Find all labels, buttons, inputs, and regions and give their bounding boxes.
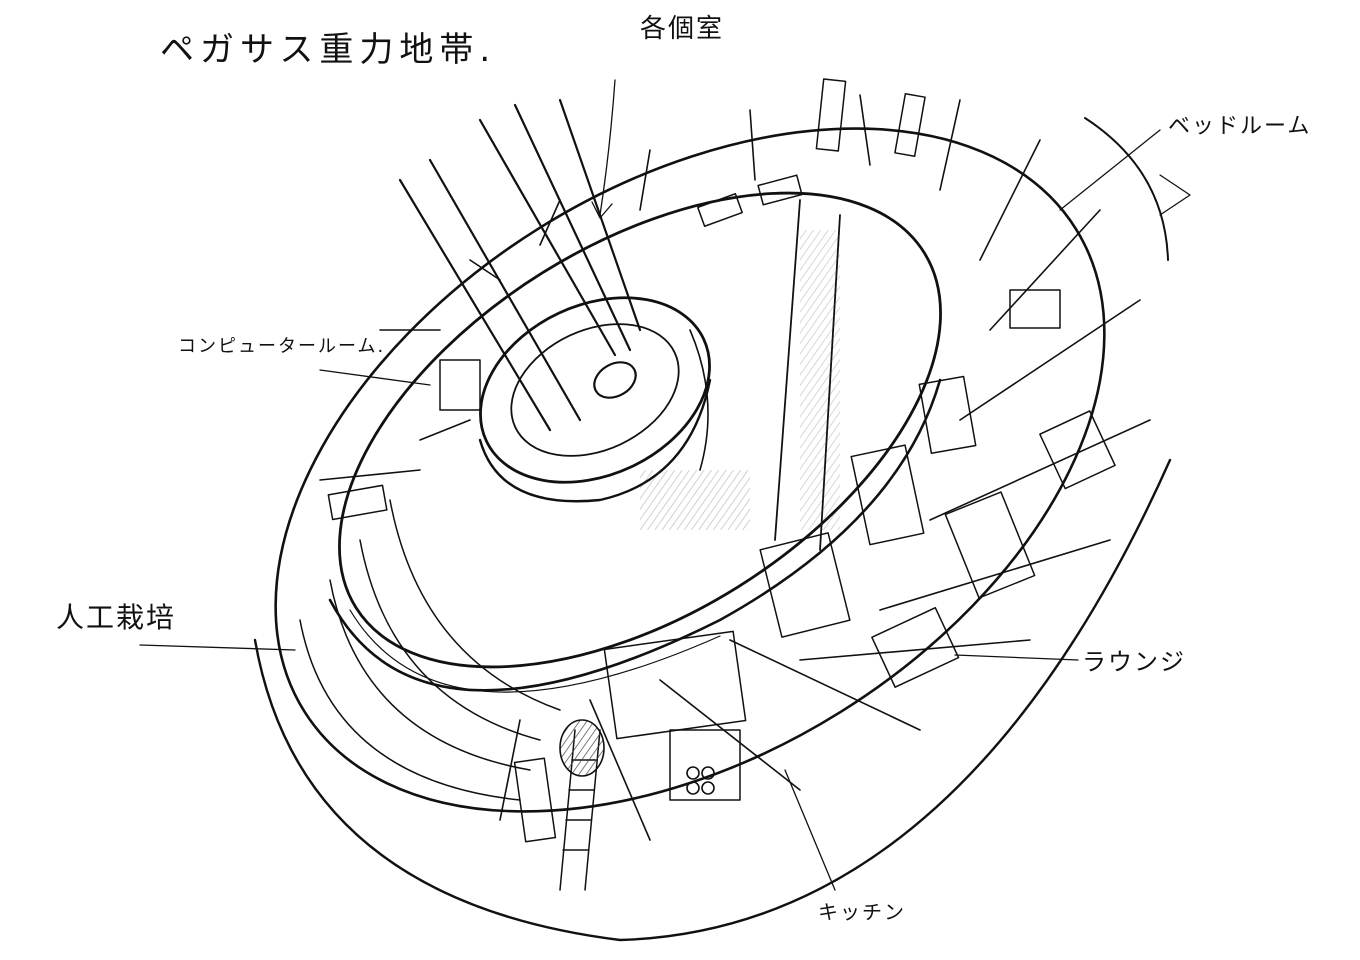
inner-rim — [338, 191, 942, 669]
outer-side-wall — [253, 458, 1172, 942]
label-lounge: ラウンジ — [1082, 648, 1186, 676]
label-kitchen: キッチン — [818, 900, 906, 924]
label-bedroom: ベッドルーム — [1168, 114, 1312, 139]
label-computer-room: コンピュータールーム. — [178, 336, 386, 357]
hatch-opening — [559, 719, 605, 777]
label-private-rooms: 各個室 — [640, 14, 725, 44]
label-artificial-cultivation: 人工栽培 — [56, 601, 177, 634]
cultivation-beds — [299, 499, 561, 801]
central-hub — [478, 296, 750, 530]
support-column — [774, 199, 841, 551]
inner-band — [328, 378, 942, 692]
stove-burners — [686, 766, 715, 795]
outer-rim — [274, 127, 1106, 813]
room-dividers — [319, 94, 1151, 841]
central-axle — [398, 98, 642, 432]
sketch-title: ペガサス重力地帯. — [160, 30, 497, 70]
leader-lines — [139, 79, 1191, 891]
room-furniture — [327, 78, 1116, 843]
